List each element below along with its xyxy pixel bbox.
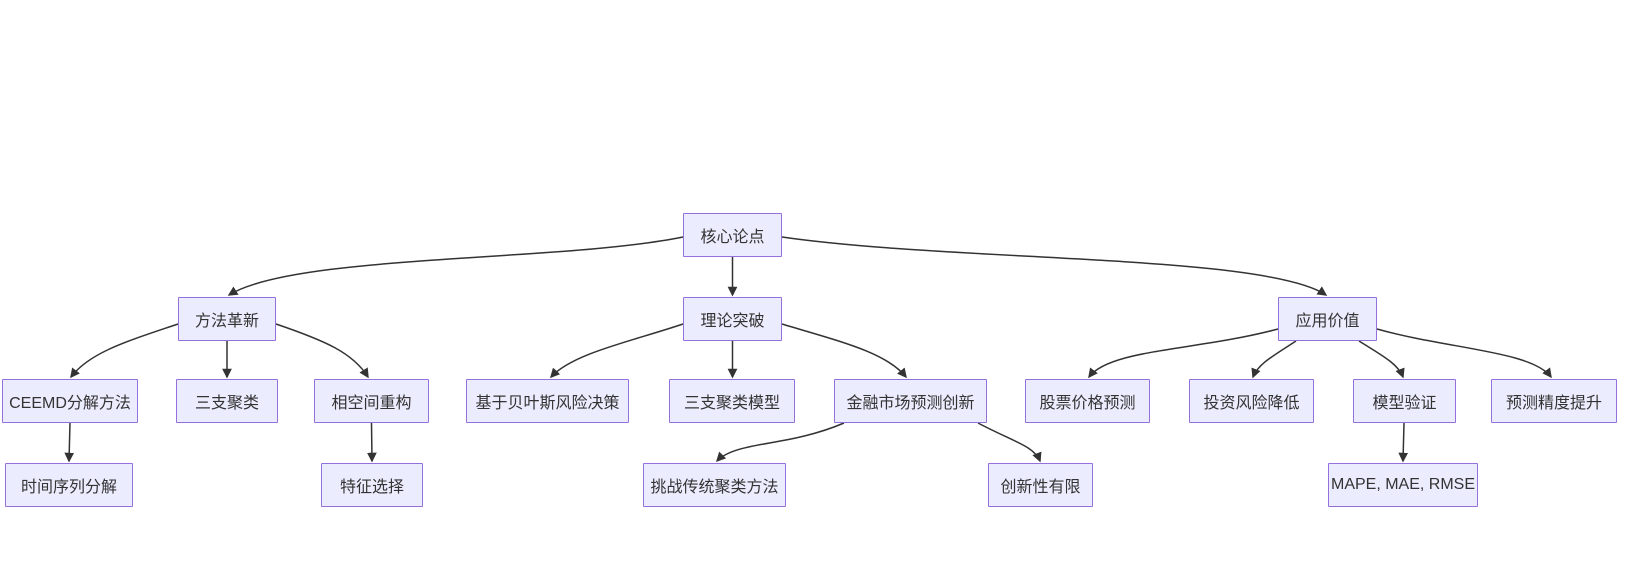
node-market-prediction-innovation: 金融市场预测创新 (834, 379, 987, 423)
node-error-metrics: MAPE, MAE, RMSE (1328, 463, 1478, 507)
edge-method-to-phase-space (275, 323, 369, 379)
node-method-innovation: 方法革新 (178, 297, 276, 341)
node-bayesian-risk-decision: 基于贝叶斯风险决策 (466, 379, 629, 423)
node-theory-breakthrough: 理论突破 (683, 297, 782, 341)
node-three-way-clustering: 三支聚类 (176, 379, 278, 423)
node-application-value: 应用价值 (1278, 297, 1377, 341)
edge-market-to-challenge (715, 422, 845, 463)
node-model-validation: 模型验证 (1353, 379, 1456, 423)
node-phase-space-reconstruction: 相空间重构 (314, 379, 429, 423)
edge-theory-to-market-innovation (781, 323, 907, 379)
node-limited-innovation: 创新性有限 (988, 463, 1093, 507)
edge-validation-to-metrics (1398, 422, 1409, 463)
edge-application-to-accuracy (1376, 328, 1552, 379)
edge-theory-to-bayesian (550, 323, 684, 379)
node-investment-risk-reduction: 投资风险降低 (1189, 379, 1314, 423)
node-prediction-accuracy-improvement: 预测精度提升 (1491, 379, 1617, 423)
node-stock-price-prediction: 股票价格预测 (1025, 379, 1150, 423)
edge-application-to-stock (1088, 328, 1279, 379)
edge-core-to-application (781, 236, 1328, 296)
node-feature-selection: 特征选择 (321, 463, 423, 507)
edge-application-to-risk (1251, 340, 1297, 379)
node-three-way-clustering-model: 三支聚类模型 (669, 379, 795, 423)
node-core-thesis: 核心论点 (683, 213, 782, 257)
node-ceemd-decomposition: CEEMD分解方法 (2, 379, 138, 423)
node-challenge-traditional-clustering: 挑战传统聚类方法 (643, 463, 786, 507)
edge-market-to-limited (977, 422, 1042, 463)
edge-core-to-method (227, 236, 684, 296)
edge-application-to-validation (1358, 340, 1405, 379)
edge-ceemd-to-time-series (64, 422, 75, 463)
edge-phase-space-to-feature (367, 422, 377, 463)
node-time-series-decomposition: 时间序列分解 (5, 463, 133, 507)
edge-method-to-ceemd (70, 323, 179, 379)
